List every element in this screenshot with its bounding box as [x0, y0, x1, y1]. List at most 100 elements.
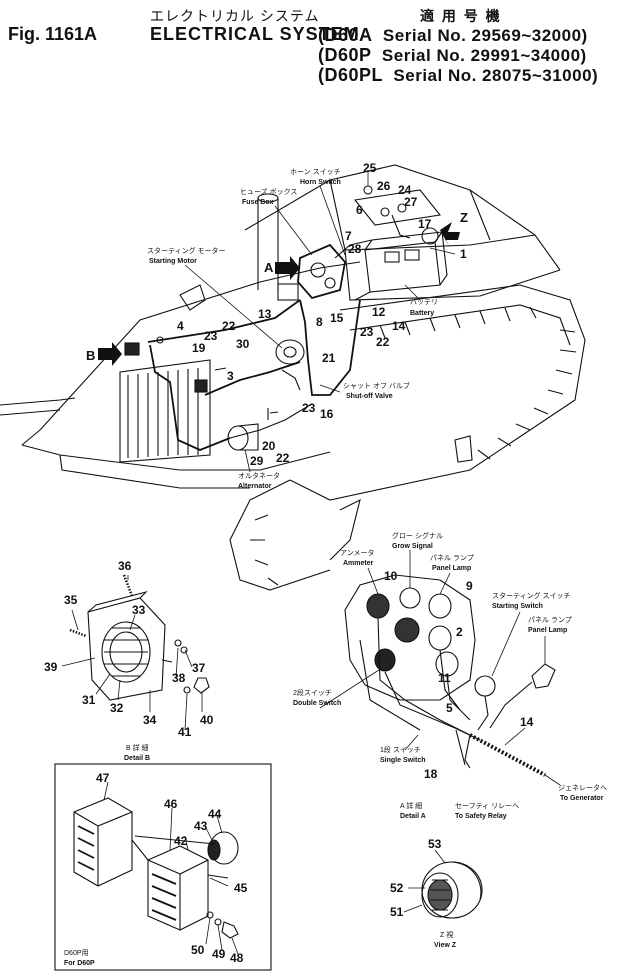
- rear-panel: [363, 185, 411, 239]
- part-number: 31: [82, 693, 96, 707]
- part-number: 53: [428, 837, 442, 851]
- to-safety-relay-label-jp: セーフティ リレーへ: [455, 802, 519, 810]
- battery: [364, 227, 448, 293]
- part-number: 2: [456, 625, 463, 639]
- part-number: 12: [372, 305, 386, 319]
- part-number: 37: [192, 661, 206, 675]
- horn-switch-label-jp: ホーン スイッチ: [290, 168, 341, 176]
- part-number: 23: [204, 329, 218, 343]
- to-safety-relay-label-en: To Safety Relay: [455, 813, 507, 820]
- alternator-label-jp: オルタネータ: [238, 471, 280, 480]
- for-d60p-label-jp: D60P用: [64, 949, 89, 957]
- part-number: 13: [258, 307, 272, 321]
- d60p-detail-frame: [54, 763, 272, 971]
- part-number: 14: [392, 319, 406, 333]
- part-number: 21: [322, 351, 336, 365]
- part-number: 5: [446, 701, 453, 715]
- part-number: 49: [212, 947, 226, 961]
- part-number: 32: [110, 701, 124, 715]
- view-marker-a: A: [264, 260, 274, 275]
- grow-signal-label-en: Grow Signal: [392, 543, 433, 550]
- detail-a-drawing: [344, 574, 556, 777]
- part-number: 46: [164, 797, 178, 811]
- part-number: 42: [174, 834, 188, 848]
- alternator-label-en: Alternator: [238, 483, 272, 490]
- ammeter-label-jp: アンメータ: [340, 548, 375, 557]
- view-marker-z: Z: [460, 210, 468, 225]
- tractor-body: [0, 164, 586, 591]
- view-arrows: [98, 222, 460, 366]
- serial-range: Serial No. 29569~32000): [382, 26, 588, 45]
- serial-range: Serial No. 29991~34000): [381, 46, 587, 65]
- to-generator-label-en: To Generator: [560, 795, 604, 802]
- part-number: 44: [208, 807, 222, 821]
- detail-a-label-en: Detail A: [400, 813, 426, 820]
- to-generator-label-jp: ジェネレータへ: [558, 783, 607, 792]
- part-number: 45: [234, 881, 248, 895]
- view-marker-b: B: [86, 348, 95, 363]
- serial-model: (D60A: [318, 25, 373, 45]
- serial-range: Serial No. 28075~31000): [393, 66, 599, 85]
- part-number: 4: [177, 319, 184, 333]
- part-number: 50: [191, 943, 205, 957]
- detail-b-label-jp: B 詳 細: [126, 743, 149, 752]
- part-number: 3: [227, 369, 234, 383]
- part-number: 22: [276, 451, 290, 465]
- part-number: 52: [390, 881, 404, 895]
- serial-model: (D60P: [318, 45, 372, 65]
- starting-switch-label-en: Starting Switch: [492, 603, 543, 610]
- fuse-box-cluster: [275, 243, 346, 365]
- battery-label-en: Battery: [410, 310, 434, 317]
- part-number: 11: [438, 671, 451, 685]
- shutoff-valve-label-jp: シャット オフ バルブ: [343, 381, 410, 390]
- view-z-drawing: [421, 861, 483, 919]
- part-number: 1: [460, 247, 467, 261]
- wire-harness: [147, 239, 373, 451]
- part-number: 23: [302, 401, 316, 415]
- fuse-box-label-en: Fuse Box: [242, 199, 274, 206]
- panel-lamp-2-label-en: Panel Lamp: [528, 627, 567, 634]
- double-switch-label-en: Double Switch: [293, 700, 341, 707]
- part-number: 19: [192, 341, 206, 355]
- serial-row-d60pl: (D60PL Serial No. 28075~31000): [318, 65, 598, 86]
- part-number: 26: [377, 179, 391, 193]
- part-number: 7: [345, 229, 352, 243]
- part-number: 8: [316, 315, 323, 329]
- starting-motor-label-en: Starting Motor: [149, 258, 197, 265]
- serial-row-d60a: (D60A Serial No. 29569~32000): [318, 25, 588, 46]
- view-z-label-en: View Z: [434, 942, 457, 949]
- double-switch-label-jp: 2段スイッチ: [293, 688, 332, 697]
- part-number: 33: [132, 603, 146, 617]
- serial-row-d60p: (D60P Serial No. 29991~34000): [318, 45, 587, 66]
- part-number: 29: [250, 454, 264, 468]
- leader-lines-detail-a: [319, 550, 561, 786]
- part-number: 35: [64, 593, 78, 607]
- leader-lines-main: [184, 170, 456, 473]
- part-number: 22: [222, 319, 236, 333]
- part-number: 51: [390, 905, 404, 919]
- detail-b-drawing: [69, 574, 210, 701]
- part-number: 24: [398, 183, 412, 197]
- leader-lines-view-z: [403, 849, 446, 913]
- part-number: 18: [424, 767, 438, 781]
- panel-lamp-label-jp: パネル ランプ: [430, 554, 474, 562]
- leader-lines-d60p: [103, 781, 239, 955]
- shutoff-valve-label-en: Shut-off Valve: [346, 393, 393, 400]
- for-d60p-label-en: For D60P: [64, 960, 95, 967]
- part-number: 14: [520, 715, 534, 729]
- part-number: 25: [363, 161, 377, 175]
- applicable-japanese: 適 用 号 機: [420, 8, 502, 24]
- starting-switch-label-jp: スターティング スイッチ: [492, 591, 571, 600]
- fuse-box-label-jp: ヒューズ ボックス: [240, 187, 297, 196]
- single-switch-label-en: Single Switch: [380, 757, 426, 764]
- part-number: 9: [466, 579, 473, 593]
- grow-signal-label-jp: グロー シグナル: [392, 531, 443, 540]
- panel-lamp-label-en: Panel Lamp: [432, 565, 471, 572]
- part-number: 10: [384, 569, 398, 583]
- part-number: 39: [44, 660, 58, 674]
- title-japanese: エレクトリカル システム: [150, 8, 320, 24]
- part-number: 43: [194, 819, 208, 833]
- part-number: 41: [178, 725, 192, 739]
- ammeter-label-en: Ammeter: [343, 560, 374, 567]
